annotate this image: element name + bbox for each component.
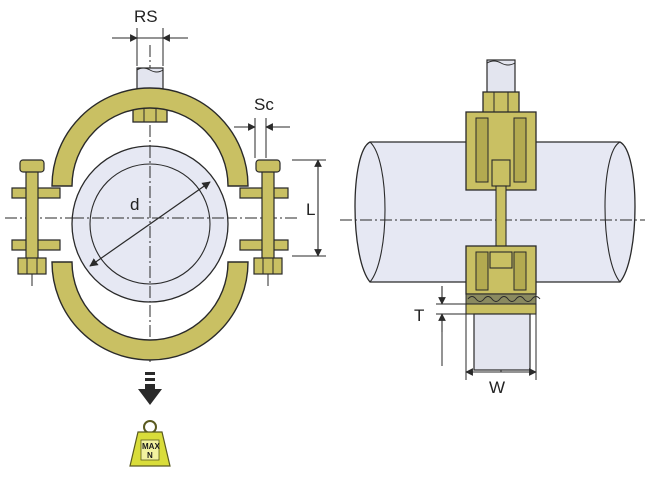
- weight-icon: MAX N: [129, 420, 171, 467]
- diameter-dimension-line: [89, 181, 211, 267]
- side-top-nut: [482, 91, 520, 115]
- max-load-unit: N: [147, 451, 153, 460]
- lining-thickness-label: T: [414, 306, 424, 325]
- rod-size-label: RS: [134, 7, 158, 26]
- side-rod-top: [486, 59, 516, 97]
- rod-size-dimension: RS: [112, 7, 188, 66]
- diameter-label: d: [130, 195, 139, 214]
- load-arrow: [138, 372, 162, 405]
- side-rod-bottom: [473, 313, 531, 371]
- side-connecting-screw: [495, 185, 507, 249]
- band-width-label: W: [489, 378, 505, 397]
- clamp-upper-half: [51, 87, 249, 187]
- screw-clearance-label: Sc: [254, 95, 274, 114]
- max-load-text: MAX: [142, 442, 160, 451]
- side-view: T W: [340, 59, 645, 397]
- left-bolt: [17, 159, 47, 286]
- bolt-length-label: L: [306, 200, 315, 219]
- lining-thickness-dimension: T: [414, 286, 466, 366]
- band-width-dimension: W: [465, 314, 537, 397]
- clamp-lower-half: [51, 261, 249, 361]
- right-bolt: [253, 159, 283, 286]
- front-view: d RS: [5, 7, 326, 467]
- screw-clearance-dimension: Sc: [234, 95, 290, 158]
- bolt-length-dimension: L: [292, 159, 326, 257]
